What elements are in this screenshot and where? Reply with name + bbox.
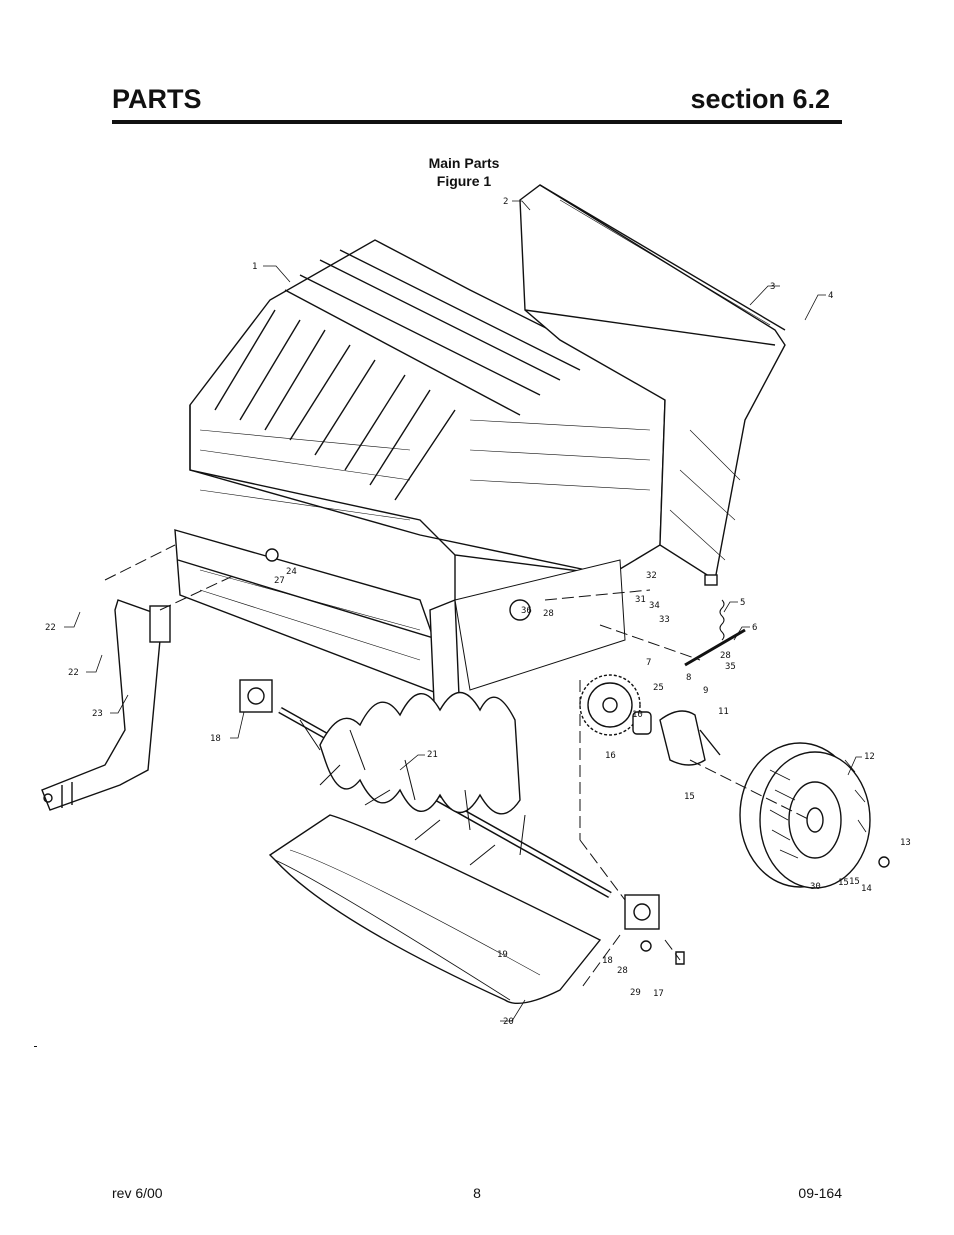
callout-4: 4 <box>828 291 833 301</box>
callout-15c: 15 <box>849 877 860 887</box>
callout-35: 35 <box>725 662 736 672</box>
callout-22b: 22 <box>68 668 79 678</box>
callout-18a: 18 <box>210 734 221 744</box>
callout-27: 27 <box>274 576 285 586</box>
callout-9: 9 <box>703 686 708 696</box>
section-label: section 6.2 <box>690 84 830 114</box>
callout-11: 11 <box>718 707 729 717</box>
callout-20: 20 <box>503 1017 514 1027</box>
bearing-flange-left <box>239 679 273 713</box>
callout-28c: 28 <box>617 966 628 976</box>
impeller-shaft <box>278 692 612 899</box>
callout-32: 32 <box>646 571 657 581</box>
callout-17: 17 <box>653 989 664 999</box>
callout-15a: 15 <box>684 792 695 802</box>
hopper-body <box>174 239 666 726</box>
document-number: 09-164 <box>798 1185 842 1201</box>
callout-30: 30 <box>810 882 821 892</box>
callout-10: 10 <box>632 710 643 720</box>
clutch-hub <box>659 710 706 766</box>
callout-25: 25 <box>653 683 664 693</box>
revision-label: rev 6/00 <box>112 1185 163 1201</box>
sprocket <box>579 674 641 736</box>
callout-3: 3 <box>770 282 775 292</box>
callout-18b: 18 <box>602 956 613 966</box>
page-title: PARTS <box>112 84 202 114</box>
callout-24: 24 <box>286 567 297 577</box>
callout-28b: 28 <box>720 651 731 661</box>
callout-23: 23 <box>92 709 103 719</box>
callout-5: 5 <box>740 598 745 608</box>
callout-28a: 28 <box>543 609 554 619</box>
callout-19: 19 <box>497 950 508 960</box>
hopper-lid <box>519 184 786 586</box>
callout-2: 2 <box>503 197 508 207</box>
callout-33: 33 <box>659 615 670 625</box>
callout-16: 16 <box>605 751 616 761</box>
tow-hitch <box>41 599 171 811</box>
wheel <box>739 742 871 889</box>
header-rule <box>112 120 842 124</box>
trough <box>268 814 602 1004</box>
callout-14: 14 <box>861 884 872 894</box>
page-number: 8 <box>473 1185 481 1201</box>
callout-29: 29 <box>630 988 641 998</box>
hub-collar <box>632 711 652 735</box>
callout-36: 36 <box>521 606 532 616</box>
callout-15b: 15 <box>838 878 849 888</box>
callout-8: 8 <box>686 673 691 683</box>
callout-22a: 22 <box>45 623 56 633</box>
figure-title-line2: Figure 1 <box>436 173 492 189</box>
callout-6: 6 <box>752 623 757 633</box>
callout-34: 34 <box>649 601 660 611</box>
callout-12: 12 <box>864 752 875 762</box>
callout-13: 13 <box>900 838 911 848</box>
callout-31: 31 <box>635 595 646 605</box>
figure-title-line1: Main Parts <box>428 155 500 171</box>
callout-21: 21 <box>427 750 438 760</box>
figure-title: Main Parts Figure 1 <box>364 154 564 190</box>
callout-1: 1 <box>252 262 257 272</box>
bearing-flange-right <box>624 894 660 930</box>
callout-7: 7 <box>646 658 651 668</box>
